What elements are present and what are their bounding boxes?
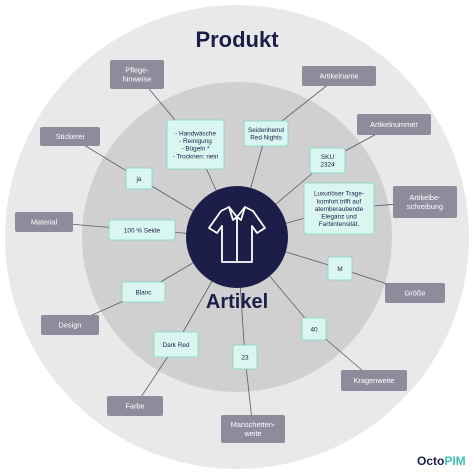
groesse-value-text: M bbox=[337, 266, 342, 273]
artikelname-value-box bbox=[243, 120, 289, 147]
artikelbeschreibung-label-box bbox=[393, 186, 457, 218]
pflegehinweise-value-box bbox=[166, 119, 225, 170]
shirt-icon bbox=[208, 206, 266, 263]
kragenweite-label-text: Kragenweite bbox=[353, 376, 394, 385]
kragenweite-value-box bbox=[301, 317, 327, 341]
artikelbeschreibung-label-text: Artikelbe- bbox=[409, 193, 441, 202]
pflegehinweise-value-text: - Trocknen: nein bbox=[173, 153, 219, 160]
groesse-label-box bbox=[385, 283, 445, 303]
pflegehinweise-value-text: - Bügeln * bbox=[181, 146, 210, 153]
design-value-text: Blanc bbox=[136, 289, 153, 296]
manschettenweite-label-text: Manschetten- bbox=[231, 420, 276, 429]
artikelbeschreibung-value-text: Farbintensität. bbox=[319, 221, 360, 228]
artikelnummer-label-text: Artikelnummer bbox=[370, 120, 418, 129]
material-label-box bbox=[15, 212, 73, 232]
material-value-box bbox=[108, 219, 176, 241]
farbe-label-text: Farbe bbox=[125, 401, 144, 410]
design-label-box bbox=[41, 315, 99, 335]
artikelnummer-value-text: 2324 bbox=[320, 162, 335, 169]
pflegehinweise-label-box bbox=[110, 60, 164, 89]
manschettenweite-value-text: 23 bbox=[241, 354, 249, 361]
farbe-label-box bbox=[107, 396, 163, 416]
artikelname-label-box bbox=[302, 66, 376, 86]
diagram-title: Produkt bbox=[195, 27, 279, 52]
manschettenweite-label-text: weite bbox=[243, 429, 261, 438]
material-label-text: Material bbox=[31, 217, 58, 226]
pflegehinweise-label-text: hinweise bbox=[123, 74, 152, 83]
groesse-label-text: Größe bbox=[405, 288, 426, 297]
center-label: Artikel bbox=[206, 291, 268, 313]
pflegehinweise-value-text: - Handwäsche bbox=[175, 131, 216, 138]
pflegehinweise-value-text: - Reinigung bbox=[179, 138, 212, 145]
design-label-text: Design bbox=[58, 320, 81, 329]
artikelname-label-text: Artikelname bbox=[319, 71, 358, 80]
kragenweite-value-text: 40 bbox=[310, 326, 318, 333]
groesse-value-box bbox=[327, 256, 353, 281]
manschettenweite-label-box bbox=[221, 415, 285, 443]
design-value-box bbox=[121, 281, 166, 303]
farbe-value-box bbox=[153, 331, 199, 358]
material-value-text: 100 % Seide bbox=[124, 227, 161, 234]
kragenweite-label-box bbox=[341, 370, 407, 391]
artikelbeschreibung-value-box bbox=[303, 182, 375, 235]
stickerei-value-text: ja bbox=[136, 176, 142, 183]
stickerei-value-box bbox=[125, 167, 153, 190]
pflegehinweise-label-text: Pflege- bbox=[125, 65, 149, 74]
artikelnummer-label-box bbox=[357, 114, 431, 135]
artikelnummer-value-box bbox=[309, 147, 346, 174]
artikelbeschreibung-value-text: Eleganz und bbox=[321, 214, 357, 221]
artikelbeschreibung-label-text: schreibung bbox=[407, 202, 443, 211]
stickerei-label-box bbox=[40, 127, 100, 146]
stickerei-label-text: Stickerei bbox=[56, 132, 85, 141]
artikelname-value-text: Red Nights bbox=[250, 135, 282, 142]
artikelname-value-text: Seidenhemd bbox=[248, 127, 284, 134]
farbe-value-text: Dark Red bbox=[163, 342, 190, 349]
manschettenweite-value-box bbox=[232, 344, 258, 370]
artikelbeschreibung-value-text: atemberaubende bbox=[315, 206, 364, 213]
artikelbeschreibung-value-text: Luxuriöser Trage- bbox=[314, 191, 364, 198]
brand-logo: OctoPIM bbox=[417, 454, 466, 468]
artikelnummer-value-text: SKU bbox=[321, 154, 335, 161]
attribute-boxes: Pflege-hinweise- Handwäsche- Reinigung- … bbox=[15, 60, 457, 443]
artikelbeschreibung-value-text: komfort trifft auf bbox=[317, 198, 362, 205]
